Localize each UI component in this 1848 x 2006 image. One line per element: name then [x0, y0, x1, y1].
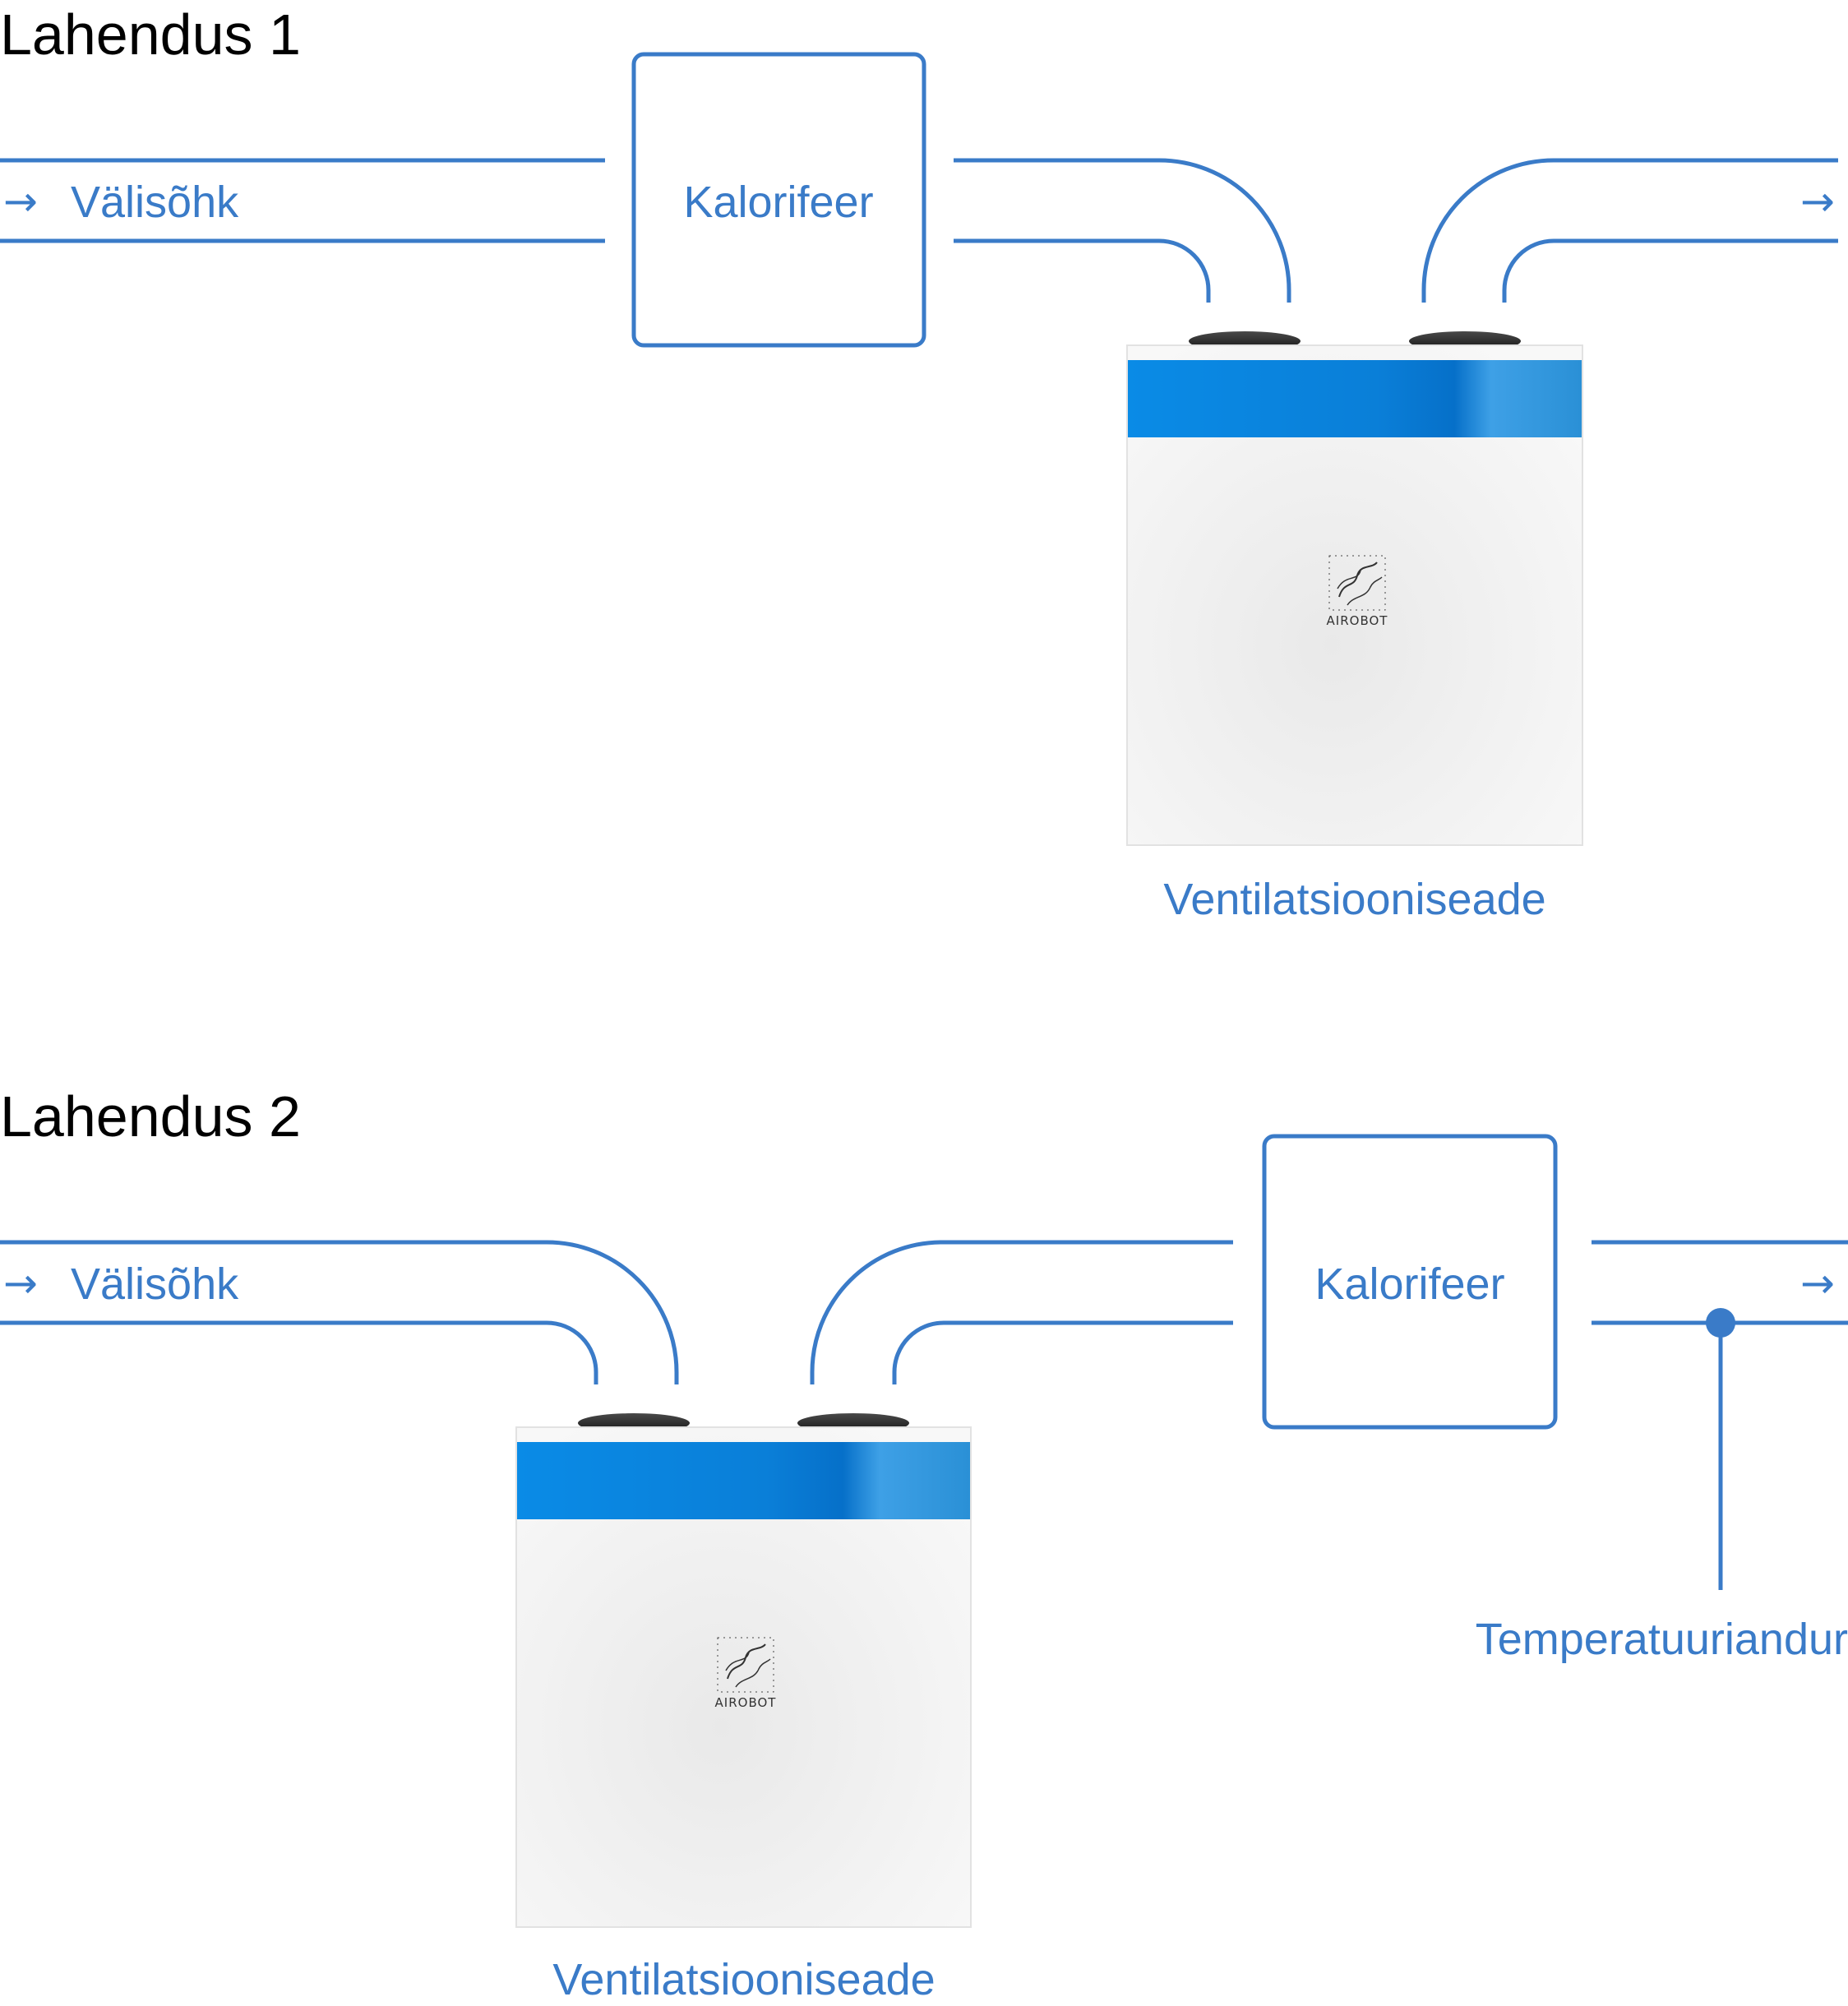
solution-1-exhaust-duct	[1421, 158, 1838, 303]
solution-1-unit-logo-text: AIROBOT	[1327, 613, 1388, 628]
solution-1-heater-box	[631, 52, 926, 348]
solution-1: Lahendus 1 → Välisõhk Kalorifeer →	[0, 2, 1838, 924]
solution-1-title: Lahendus 1	[0, 2, 301, 67]
solution-2-sensor-label: Temperatuuriandur	[1476, 1615, 1848, 1664]
solution-2-unit-label: Ventilatsiooniseade	[552, 1955, 935, 2004]
solution-1-unit-logo-icon	[1328, 555, 1386, 611]
solution-1-inlet-duct	[0, 158, 605, 243]
solution-2-title: Lahendus 2	[0, 1084, 301, 1149]
solution-2-outdoor-air-label: Välisõhk	[71, 1260, 239, 1309]
solution-2: Lahendus 2 → Välisõhk Kalorifeer → Tempe…	[0, 1084, 1848, 2004]
solution-2-unit-logo-icon	[717, 1637, 774, 1693]
solution-2-heater-label: Kalorifeer	[1314, 1260, 1504, 1309]
solution-1-inlet-arrow-icon: →	[3, 178, 38, 225]
solution-1-ventilation-unit: AIROBOT	[1126, 331, 1583, 846]
solution-1-outlet-arrow-icon: →	[1800, 178, 1835, 225]
solution-2-heater-box	[1262, 1134, 1558, 1430]
solution-2-supply-duct	[810, 1240, 1233, 1384]
solution-2-unit-stripe	[517, 1442, 970, 1519]
solution-1-supply-duct	[954, 158, 1291, 303]
solution-1-heater-label: Kalorifeer	[683, 178, 873, 227]
solution-2-inlet-duct	[0, 1240, 679, 1384]
solution-1-unit-stripe	[1128, 360, 1582, 437]
solution-2-unit-logo-text: AIROBOT	[715, 1695, 777, 1710]
solution-2-ventilation-unit: AIROBOT	[515, 1413, 972, 1928]
solution-1-unit-label: Ventilatsiooniseade	[1163, 875, 1545, 924]
solution-2-temperature-sensor	[1706, 1308, 1735, 1590]
solution-1-outdoor-air-label: Välisõhk	[71, 178, 239, 227]
solution-2-outlet-arrow-icon: →	[1800, 1260, 1835, 1307]
solution-2-inlet-arrow-icon: →	[3, 1260, 38, 1307]
